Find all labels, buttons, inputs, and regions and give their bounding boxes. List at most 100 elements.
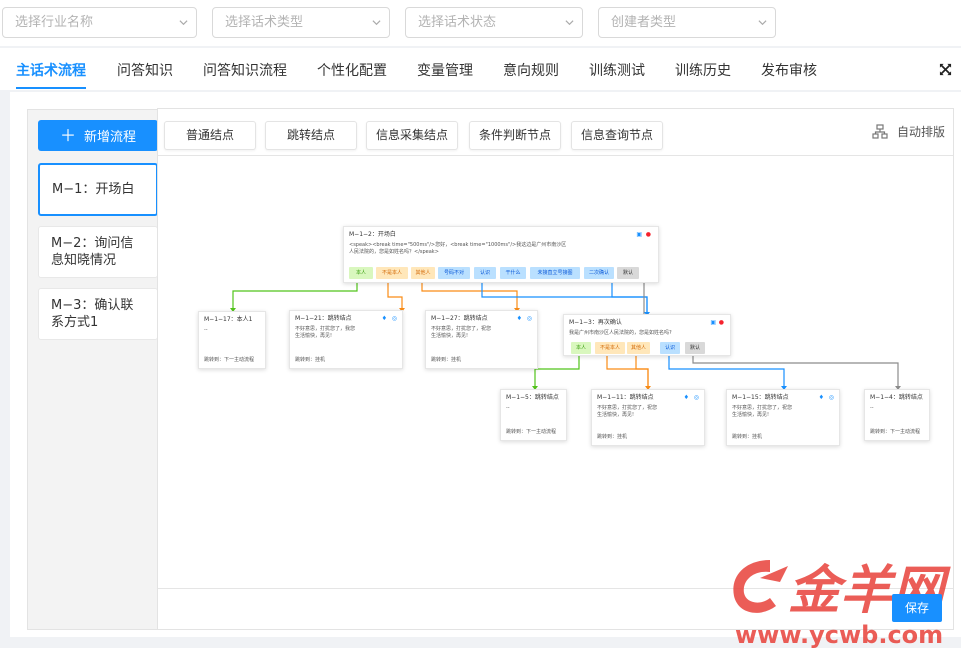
edit-icon[interactable]: ◎	[828, 394, 834, 401]
option-pill[interactable]: 默认	[617, 267, 639, 279]
node-body: <speak><break time="500ms"/>您好，<break ti…	[349, 242, 567, 255]
option-pill[interactable]: 其他人	[627, 342, 650, 354]
flow-node[interactable]: M−1−17：本人1 -- 跳转到：下一主动流程	[198, 311, 266, 369]
option-pill[interactable]: 号码不对	[438, 267, 470, 279]
option-pill[interactable]: 二次确认	[584, 267, 614, 279]
microphone-icon[interactable]: ♦	[516, 315, 522, 322]
option-pill[interactable]: 不是本人	[595, 342, 625, 354]
flow-item-label: M−1：开场白	[52, 182, 135, 197]
normal-node-button[interactable]: 普通结点	[164, 121, 256, 150]
node-body: 不好意思，打扰您了，祝您生活愉快，再见!	[597, 405, 658, 418]
option-pill[interactable]: 不是本人	[376, 267, 408, 279]
edit-icon[interactable]: ◎	[693, 394, 699, 401]
industry-select-placeholder: 选择行业名称	[15, 15, 94, 30]
link	[387, 281, 403, 310]
chevron-down-icon	[565, 20, 574, 26]
hierarchy-icon	[872, 124, 888, 139]
node-title: M−1−4：跳转结点	[870, 394, 923, 401]
creator-type-select-placeholder: 创建者类型	[611, 15, 677, 30]
tab-training-history[interactable]: 训练历史	[675, 63, 731, 79]
microphone-icon[interactable]: ♦	[683, 394, 689, 401]
flow-item[interactable]: M−2：询问信息知晓情况	[38, 226, 158, 278]
flow-node[interactable]: M−1−11：跳转结点 不好意思，打扰您了，祝您生活愉快，再见! 跳转到：挂机 …	[591, 389, 705, 446]
edit-icon[interactable]: ▣	[636, 231, 642, 238]
edit-icon[interactable]: ◎	[526, 315, 532, 322]
add-flow-button[interactable]: ＋新增流程	[38, 120, 158, 151]
option-pill[interactable]: 认识	[474, 267, 496, 279]
info-query-node-button[interactable]: 信息查询节点	[571, 121, 663, 150]
option-pill[interactable]: 本人	[349, 267, 373, 279]
flow-item-label: M−3：确认联系方式1	[51, 298, 134, 330]
save-button[interactable]: 保存	[892, 594, 942, 622]
condition-node-button[interactable]: 条件判断节点	[469, 121, 561, 150]
script-status-select[interactable]: 选择话术状态	[405, 7, 583, 38]
industry-select[interactable]: 选择行业名称	[2, 7, 197, 38]
script-type-select[interactable]: 选择话术类型	[212, 7, 390, 38]
jump-node-button[interactable]: 跳转结点	[265, 121, 357, 150]
node-title: M−1−21：跳转结点	[295, 315, 352, 322]
node-body: --	[506, 405, 510, 411]
arrow	[781, 386, 787, 390]
node-body: 不好意思，打扰您了，祝您生活愉快，再见!	[431, 326, 492, 339]
flow-node[interactable]: M−1−5：跳转结点 -- 跳转到：下一主动流程	[500, 389, 567, 441]
flow-item[interactable]: M−3：确认联系方式1	[38, 288, 158, 340]
flow-canvas[interactable]: M−1−2：开场白 <speak><break time="500ms"/>您好…	[158, 157, 953, 587]
flow-item[interactable]: M−1：开场白	[38, 163, 158, 216]
script-type-select-placeholder: 选择话术类型	[225, 15, 304, 30]
auto-layout-button[interactable]: 自动排版	[872, 123, 945, 140]
microphone-icon[interactable]: ●	[718, 319, 724, 326]
option-pill[interactable]: 本人	[571, 342, 591, 354]
chevron-down-icon	[372, 20, 381, 26]
tab-training-test[interactable]: 训练测试	[589, 63, 645, 79]
node-title: M−1−11：跳转结点	[597, 394, 654, 401]
tab-main-flow[interactable]: 主话术流程	[16, 63, 86, 79]
editor-footer	[158, 588, 953, 630]
flow-node[interactable]: M−1−4：跳转结点 -- 跳转到：下一主动流程	[864, 389, 930, 441]
flow-node-root[interactable]: M−1−2：开场白 <speak><break time="500ms"/>您好…	[343, 226, 659, 283]
microphone-icon[interactable]: ●	[645, 231, 651, 238]
flow-list-panel: ＋新增流程 M−1：开场白 M−2：询问信息知晓情况 M−3：确认联系方式1	[27, 109, 158, 630]
edit-icon[interactable]: ▣	[710, 319, 716, 326]
option-pill[interactable]: 其他人	[411, 267, 435, 279]
tab-qa-flow[interactable]: 问答知识流程	[203, 63, 287, 79]
node-title: M−1−2：开场白	[349, 231, 396, 238]
flow-node[interactable]: M−1−21：跳转结点 不好意思，打扰您了，我您生活愉快，再见! 跳转到：挂机 …	[289, 310, 403, 369]
node-body: 我是广州市南沙区人民法院的，您是如姓名吗?	[569, 330, 672, 336]
tab-variables[interactable]: 变量管理	[417, 63, 473, 79]
microphone-icon[interactable]: ♦	[381, 315, 387, 322]
link	[534, 353, 580, 388]
node-body: --	[204, 327, 208, 333]
edit-icon[interactable]: ◎	[391, 315, 397, 322]
tab-intent-rules[interactable]: 意向规则	[503, 63, 559, 79]
node-body: 不好意思，打扰您了，我您生活愉快，再见!	[295, 326, 356, 339]
flow-node[interactable]: M−1−3：再次确认 我是广州市南沙区人民法院的，您是如姓名吗? ▣ ● 本人 …	[563, 314, 731, 356]
creator-type-select[interactable]: 创建者类型	[598, 7, 776, 38]
option-pill[interactable]: 干什么	[500, 267, 526, 279]
option-pill[interactable]: 认识	[660, 342, 680, 354]
option-pill[interactable]: 默认	[685, 342, 705, 354]
option-pill[interactable]: 未接直立号接图	[530, 267, 580, 279]
info-collect-node-button[interactable]: 信息采集结点	[366, 121, 458, 150]
link	[635, 353, 649, 388]
auto-layout-label: 自动排版	[896, 125, 945, 139]
link	[668, 353, 785, 388]
node-title: M−1−17：本人1	[204, 316, 253, 323]
tab-personalization[interactable]: 个性化配置	[317, 63, 387, 79]
flow-editor: 普通结点 跳转结点 信息采集结点 条件判断节点 信息查询节点 自动排版	[157, 108, 954, 630]
node-jump: 跳转到：下一主动流程	[204, 357, 255, 363]
flow-node[interactable]: M−1−15：跳转结点 不好意思，打扰您了，祝您生活愉快，再见! 跳转到：挂机 …	[726, 389, 840, 446]
link	[692, 353, 899, 388]
microphone-icon[interactable]: ♦	[818, 394, 824, 401]
node-title: M−1−5：跳转结点	[506, 394, 559, 401]
add-flow-label: 新增流程	[84, 130, 137, 145]
fullscreen-icon[interactable]	[939, 63, 952, 76]
flow-node[interactable]: M−1−27：跳转结点 不好意思，打扰您了，祝您生活愉快，再见! 跳转到：挂机 …	[425, 310, 538, 369]
node-title: M−1−15：跳转结点	[732, 394, 789, 401]
tab-qa-knowledge[interactable]: 问答知识	[117, 63, 173, 79]
script-status-select-placeholder: 选择话术状态	[418, 15, 497, 30]
arrow	[230, 308, 236, 312]
node-jump: 跳转到：下一主动流程	[870, 429, 921, 435]
tab-publish-review[interactable]: 发布审核	[761, 63, 817, 79]
node-connections	[230, 281, 901, 390]
arrow	[895, 386, 901, 390]
